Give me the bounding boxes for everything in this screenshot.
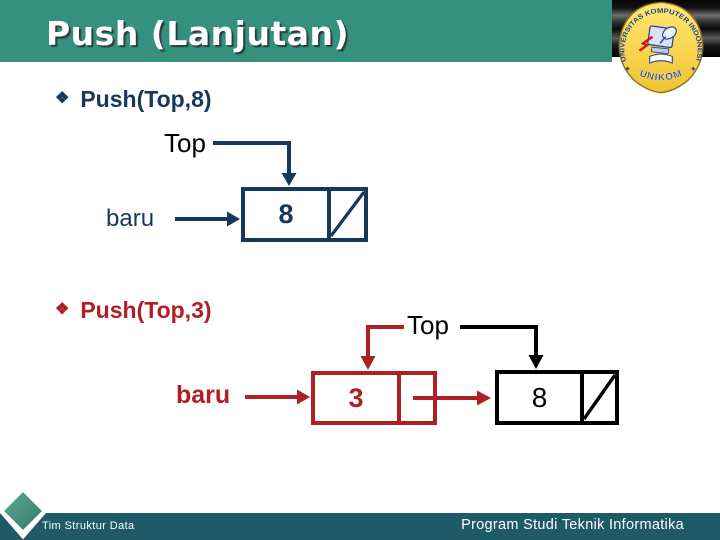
node-value-cell: 8	[278, 199, 294, 229]
bullet-item-push-top-8: ❖ Push(Top,8)	[55, 86, 212, 112]
footer-bar	[0, 513, 720, 540]
bullet-item-push-top-3: ❖ Push(Top,3)	[55, 297, 212, 323]
logo-emblem	[638, 25, 677, 64]
bullet-heading: Push(Top,3)	[80, 297, 212, 323]
diagram1-baru-arrow	[175, 211, 240, 227]
logo-star-left-icon: ✦	[624, 65, 631, 74]
diagram2-baru-label: baru	[176, 381, 231, 409]
diagram2-top-label: Top	[407, 310, 449, 340]
node-pointer-cell	[327, 191, 364, 238]
diagram1-node-box: 8	[241, 187, 368, 242]
logo-shield	[618, 1, 704, 94]
corner-diamond-decoration-icon	[0, 490, 46, 540]
diagram2-old-node-box: 8	[495, 370, 619, 425]
header-bar	[0, 0, 612, 62]
diagram2-top-pointer-new-arrow	[360, 325, 404, 370]
diagram2-new-node-box: 3	[311, 371, 437, 425]
bullet-heading: Push(Top,8)	[80, 86, 212, 112]
diagram2-top-pointer-old-arrow	[460, 325, 544, 369]
diagram1-top-label: Top	[164, 128, 206, 158]
node-pointer-cell	[580, 374, 615, 421]
diagram1-baru-label: baru	[106, 205, 155, 232]
node-pointer-cell	[397, 375, 433, 421]
node-value-cell: 8	[531, 381, 548, 413]
unikom-logo-icon: UNIVERSITAS KOMPUTER INDONESIA ✦ ✦ UNIKO…	[613, 1, 704, 94]
logo-star-right-icon: ✦	[690, 65, 697, 74]
footer-author-text: Tim Struktur Data	[42, 520, 135, 532]
slide-title: Push (Lanjutan)	[46, 14, 350, 53]
diagram1-top-pointer-arrow	[213, 141, 297, 186]
diagram2-baru-arrow	[245, 389, 310, 405]
logo-banner-text: UNIKOM	[638, 68, 684, 83]
diamond-bullet-icon: ❖	[55, 301, 70, 318]
node-value-cell: 3	[348, 382, 364, 413]
diamond-bullet-icon: ❖	[55, 90, 70, 107]
footer-program-text: Program Studi Teknik Informatika	[461, 517, 684, 533]
